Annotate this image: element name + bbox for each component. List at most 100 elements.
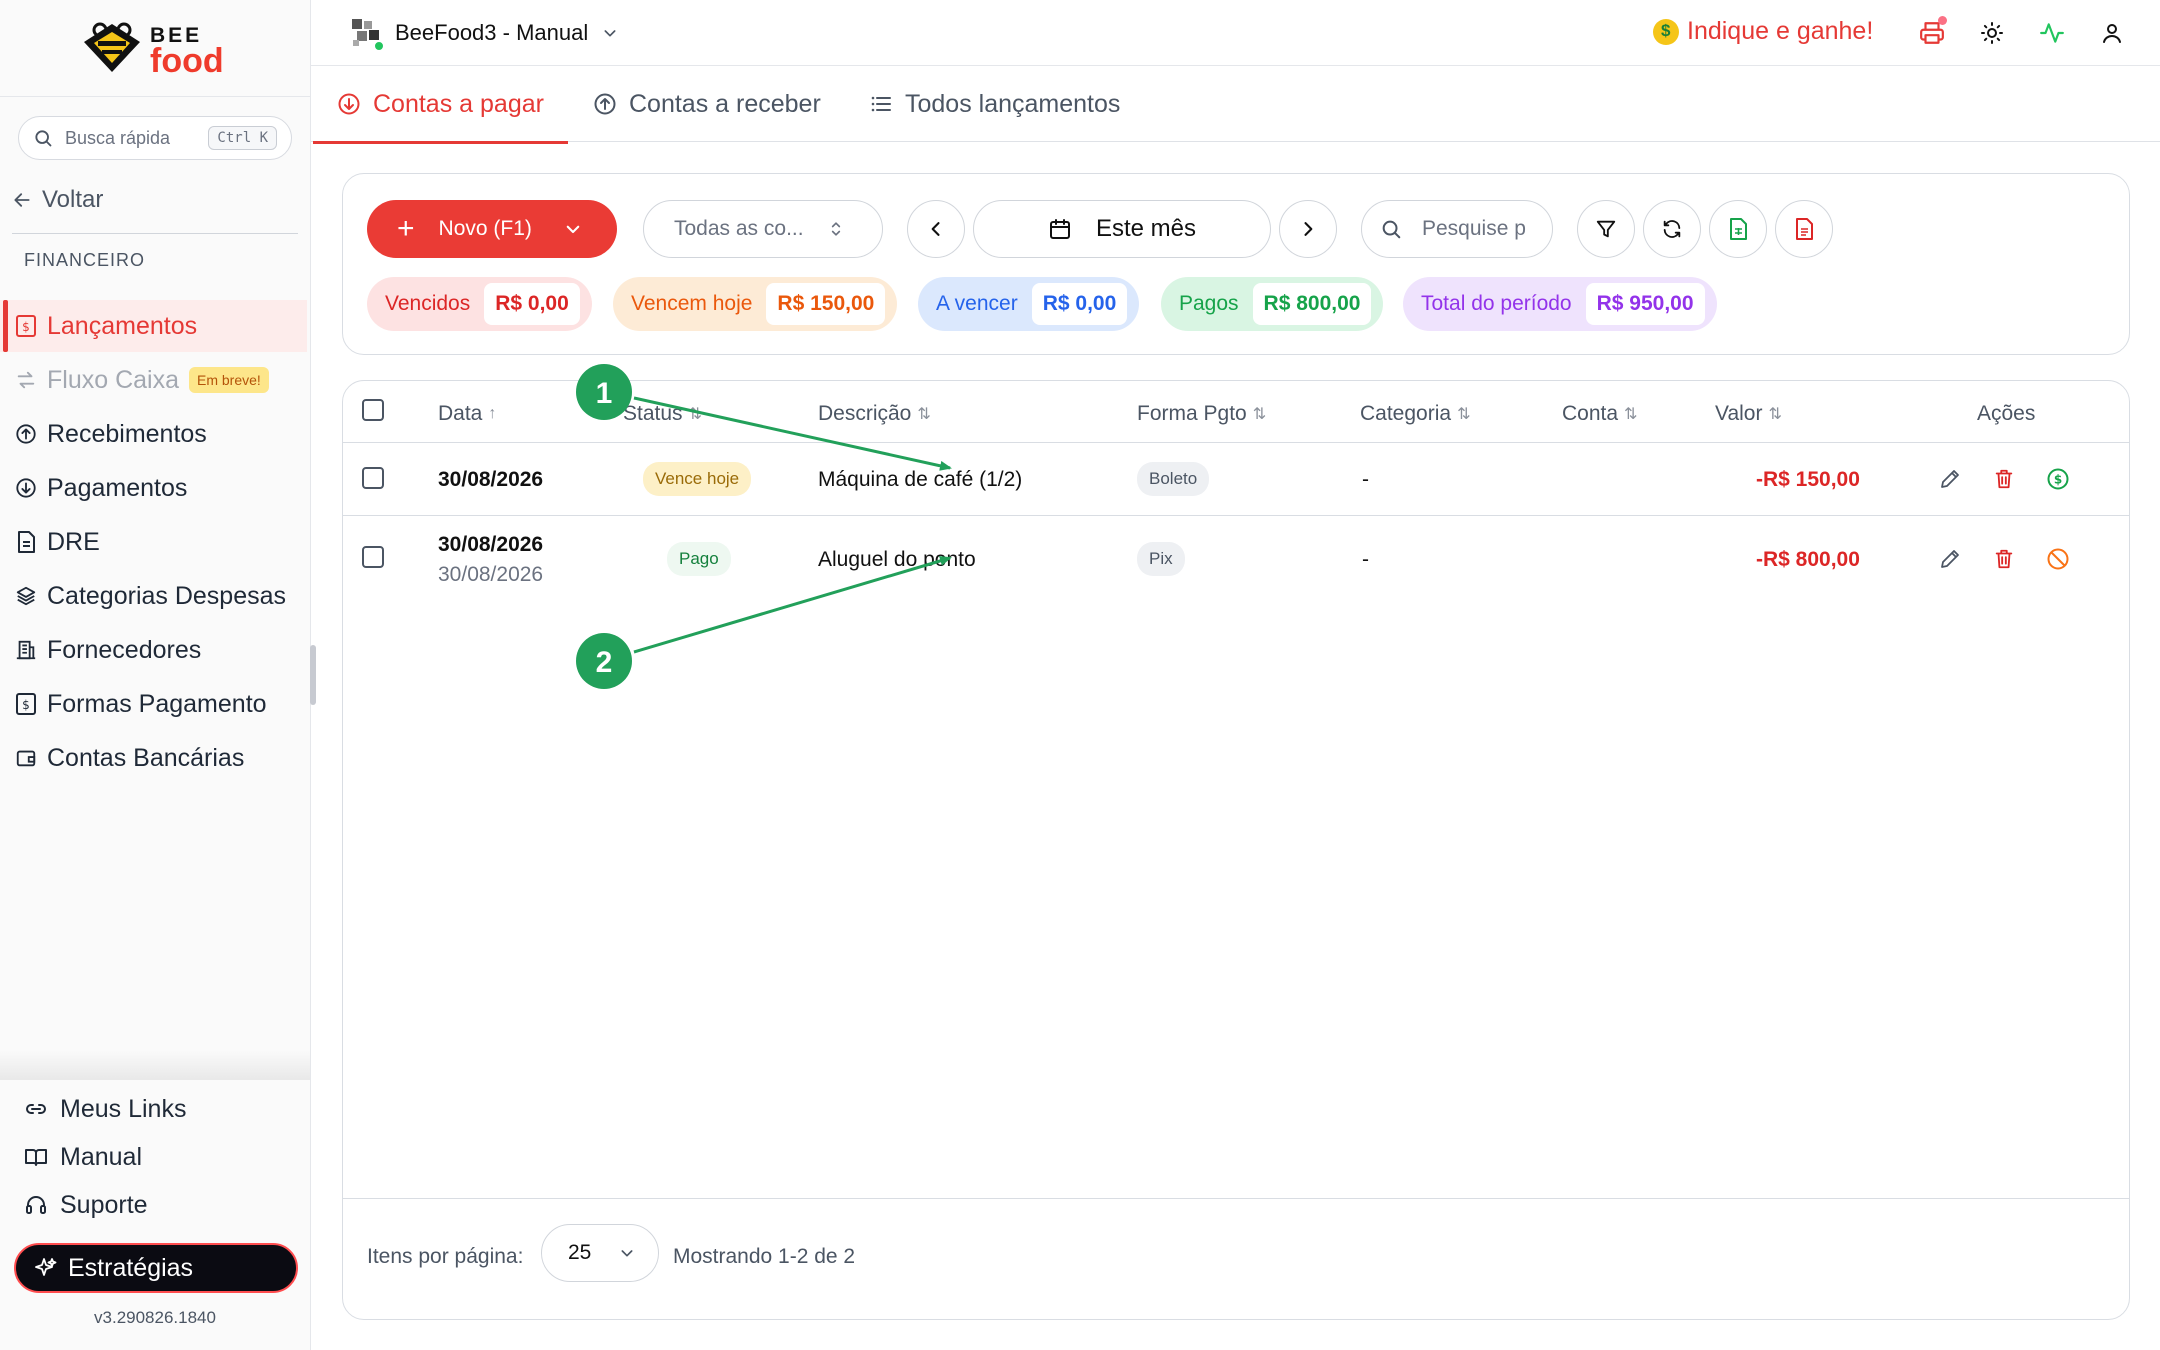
chevron-right-icon bbox=[1304, 222, 1313, 236]
chevron-down-icon bbox=[621, 1250, 633, 1257]
column-header-descricao[interactable]: Descrição⇅ bbox=[818, 402, 931, 426]
new-entry-button[interactable]: + Novo (F1) bbox=[367, 200, 617, 258]
column-label: Descrição bbox=[818, 402, 912, 425]
sort-icon: ⇅ bbox=[1624, 406, 1638, 423]
sidebar-item-label: DRE bbox=[47, 527, 100, 556]
edit-button[interactable] bbox=[1935, 464, 1965, 494]
wallet-icon bbox=[16, 750, 36, 767]
chevron-down-icon[interactable] bbox=[564, 220, 582, 238]
arrow-down-circle-icon bbox=[16, 478, 36, 498]
printer-button[interactable] bbox=[1917, 16, 1947, 48]
theme-toggle-button[interactable] bbox=[1977, 18, 2007, 48]
summary-due-today[interactable]: Vencem hoje R$ 150,00 bbox=[613, 277, 898, 331]
spreadsheet-icon bbox=[1730, 218, 1747, 240]
activity-icon bbox=[2040, 23, 2064, 43]
payment-method-badge: Boleto bbox=[1137, 462, 1210, 496]
export-pdf-button[interactable] bbox=[1775, 200, 1833, 258]
sidebar-item-label: Contas Bancárias bbox=[47, 743, 245, 772]
row-description: Máquina de café (1/2) bbox=[818, 468, 1023, 491]
sidebar-item-fluxo-caixa[interactable]: Fluxo Caixa Em breve! bbox=[0, 354, 310, 406]
sidebar-link-label: Manual bbox=[60, 1142, 142, 1171]
tab-contas-a-receber[interactable]: Contas a receber bbox=[593, 66, 821, 142]
delete-button[interactable] bbox=[1989, 464, 2019, 494]
row-checkbox[interactable] bbox=[362, 467, 384, 489]
activity-button[interactable] bbox=[2037, 18, 2067, 48]
summary-overdue[interactable]: Vencidos R$ 0,00 bbox=[367, 277, 592, 331]
beefood-logo[interactable]: BEE food bbox=[80, 20, 240, 80]
summary-period-total[interactable]: Total do período R$ 950,00 bbox=[1403, 277, 1717, 331]
delete-button[interactable] bbox=[1989, 544, 2019, 574]
column-header-forma-pgto[interactable]: Forma Pgto⇅ bbox=[1137, 402, 1266, 426]
sidebar-item-formas-pagamento[interactable]: $ Formas Pagamento bbox=[0, 678, 310, 730]
sidebar-item-lancamentos[interactable]: $ Lançamentos bbox=[0, 300, 307, 352]
next-period-button[interactable] bbox=[1279, 200, 1337, 258]
sidebar-link-suporte[interactable]: Suporte bbox=[0, 1181, 310, 1229]
sidebar-item-recebimentos[interactable]: Recebimentos bbox=[0, 408, 310, 460]
per-page-select[interactable]: 25 bbox=[541, 1224, 659, 1282]
quick-search-input[interactable]: Busca rápida Ctrl K bbox=[18, 116, 292, 160]
sidebar-link-meus-links[interactable]: Meus Links bbox=[0, 1085, 310, 1133]
printer-icon bbox=[1920, 22, 1944, 44]
strategies-button[interactable]: Estratégias bbox=[14, 1243, 298, 1293]
pencil-icon bbox=[1941, 550, 1959, 568]
user-menu-button[interactable] bbox=[2097, 18, 2127, 48]
back-link[interactable]: Voltar bbox=[12, 186, 103, 214]
sort-icon: ⇅ bbox=[688, 406, 702, 423]
table-row[interactable]: 30/08/2026 Vence hoje Máquina de café (1… bbox=[343, 443, 2129, 516]
sidebar-item-fornecedores[interactable]: Fornecedores bbox=[0, 624, 310, 676]
summary-upcoming[interactable]: A vencer R$ 0,00 bbox=[918, 277, 1140, 331]
column-header-conta[interactable]: Conta⇅ bbox=[1562, 402, 1637, 426]
select-all-checkbox[interactable] bbox=[362, 399, 384, 421]
sidebar-link-label: Suporte bbox=[60, 1190, 148, 1219]
column-label: Ações bbox=[1977, 402, 2036, 425]
sidebar-link-manual[interactable]: Manual bbox=[0, 1133, 310, 1181]
refresh-button[interactable] bbox=[1643, 200, 1701, 258]
sidebar-resize-handle[interactable] bbox=[310, 645, 316, 705]
tab-todos-lancamentos[interactable]: Todos lançamentos bbox=[869, 66, 1120, 142]
store-selector[interactable]: BeeFood3 - Manual bbox=[349, 16, 618, 52]
row-date: 30/08/2026 bbox=[438, 533, 544, 556]
arrows-icon bbox=[17, 371, 35, 389]
sidebar-item-label: Formas Pagamento bbox=[47, 689, 267, 718]
mark-paid-button[interactable]: $ bbox=[2043, 464, 2073, 494]
sidebar-item-contas-bancarias[interactable]: Contas Bancárias bbox=[0, 732, 310, 784]
sidebar-item-categorias-despesas[interactable]: Categorias Despesas bbox=[0, 570, 310, 622]
receipt-icon: $ bbox=[16, 315, 36, 337]
tab-contas-a-pagar[interactable]: Contas a pagar bbox=[313, 66, 568, 144]
status-badge: Vence hoje bbox=[643, 462, 752, 496]
entries-search-input[interactable]: Pesquise p bbox=[1361, 200, 1553, 258]
trash-icon bbox=[1995, 469, 2013, 489]
accounts-select[interactable]: Todas as co... bbox=[643, 200, 883, 258]
row-checkbox[interactable] bbox=[362, 546, 384, 568]
sidebar-item-pagamentos[interactable]: Pagamentos bbox=[0, 462, 310, 514]
summary-value: R$ 150,00 bbox=[766, 283, 886, 325]
unmark-paid-button[interactable] bbox=[2043, 544, 2073, 574]
edit-button[interactable] bbox=[1935, 544, 1965, 574]
filter-button[interactable] bbox=[1577, 200, 1635, 258]
column-header-valor[interactable]: Valor⇅ bbox=[1715, 402, 1782, 426]
chevron-left-icon bbox=[931, 222, 940, 236]
list-icon bbox=[871, 96, 891, 112]
table-footer: Itens por página: 25 Mostrando 1-2 de 2 bbox=[343, 1198, 2129, 1319]
sidebar-shadow bbox=[0, 1050, 310, 1080]
bee-logo-icon bbox=[84, 22, 140, 72]
section-label: FINANCEIRO bbox=[24, 250, 146, 270]
export-spreadsheet-button[interactable] bbox=[1709, 200, 1767, 258]
period-picker[interactable]: Este mês bbox=[973, 200, 1271, 258]
accounts-select-value: Todas as co... bbox=[674, 217, 804, 240]
column-header-data[interactable]: Data↑ bbox=[438, 402, 496, 426]
table-row[interactable]: 30/08/2026 30/08/2026 Pago Aluguel do po… bbox=[343, 516, 2129, 602]
search-icon bbox=[1382, 220, 1401, 239]
summary-paid[interactable]: Pagos R$ 800,00 bbox=[1161, 277, 1384, 331]
refer-link[interactable]: Indique e ganhe! bbox=[1653, 17, 1873, 46]
column-header-status[interactable]: Status⇅ bbox=[623, 402, 702, 426]
book-icon bbox=[25, 1149, 47, 1166]
tab-label: Contas a pagar bbox=[373, 89, 544, 118]
dollar-circle-icon: $ bbox=[2047, 468, 2069, 490]
sidebar-item-dre[interactable]: DRE bbox=[0, 516, 310, 568]
sparkles-icon bbox=[35, 1258, 57, 1276]
column-header-categoria[interactable]: Categoria⇅ bbox=[1360, 402, 1470, 426]
previous-period-button[interactable] bbox=[907, 200, 965, 258]
summary-label: Pagos bbox=[1179, 292, 1239, 315]
row-amount: -R$ 800,00 bbox=[1756, 548, 1860, 571]
